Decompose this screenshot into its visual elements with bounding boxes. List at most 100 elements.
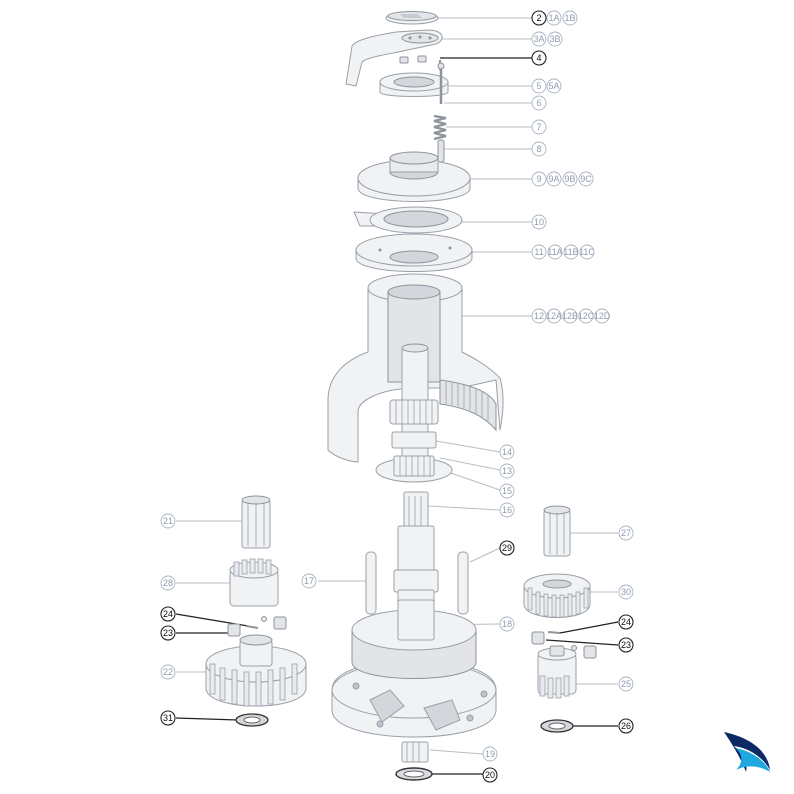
callout-21 [160, 513, 176, 529]
winch-base [331, 599, 497, 738]
callout-20-text: 20 [485, 770, 495, 780]
right-pawl-spring [547, 631, 597, 659]
self-tailing-ring [355, 233, 473, 272]
callout-13-text: 13 [502, 466, 512, 476]
callout-24-right-text: 24 [621, 617, 631, 627]
right-roller-bearing [543, 505, 571, 557]
callout-2 [531, 10, 547, 26]
callout-11-text: 11 [534, 247, 543, 257]
callout-26-text: 26 [621, 721, 631, 731]
callout-12-text: 12 [534, 311, 544, 321]
callout-15-text: 15 [502, 486, 512, 496]
callout-1a-text: 1A [548, 13, 559, 23]
callout-18 [499, 616, 515, 632]
callout-8-text: 8 [536, 144, 541, 154]
callout-16 [499, 502, 515, 518]
pawl-pieces [399, 55, 441, 70]
left-pawl-spring [245, 616, 287, 630]
callout-11b-text: 11B [563, 247, 578, 257]
callout-11b [563, 244, 579, 260]
callout-13 [499, 463, 515, 479]
spring [433, 114, 447, 141]
right-washer [540, 719, 574, 733]
callout-30-text: 30 [621, 587, 631, 597]
callout-23-right [618, 637, 634, 653]
callout-4 [531, 50, 547, 66]
callout-5-text: 5 [536, 81, 541, 91]
callout-30 [618, 584, 634, 600]
dowel [437, 139, 445, 163]
locking-ring [379, 72, 449, 97]
left-washer [235, 713, 269, 727]
callout-22-text: 22 [163, 667, 173, 677]
callout-14-text: 14 [502, 447, 512, 457]
callout-31-text: 31 [163, 713, 173, 723]
callout-29 [499, 540, 515, 556]
callout-9b [562, 171, 578, 187]
callout-27-text: 27 [621, 528, 631, 538]
callout-1b [562, 10, 578, 26]
callout-19-text: 19 [485, 749, 495, 759]
callout-18-text: 18 [502, 619, 512, 629]
callout-9 [531, 171, 547, 187]
callout-25-text: 25 [621, 679, 631, 689]
callout-11a-text: 11A [547, 247, 562, 257]
callout-5a-text: 5A [548, 81, 559, 91]
callout-1a [546, 10, 562, 26]
callout-23-left-text: 23 [163, 628, 173, 638]
callout-2-text: 2 [536, 13, 541, 23]
callout-5 [531, 78, 547, 94]
callout-12b [562, 308, 578, 324]
callout-3a [531, 31, 547, 47]
callout-7 [531, 119, 547, 135]
callout-26 [618, 718, 634, 734]
callout-15 [499, 483, 515, 499]
callout-5a [546, 78, 562, 94]
callout-28 [160, 575, 176, 591]
callout-9a-text: 9A [548, 174, 559, 184]
callout-12a-text: 12A [546, 311, 562, 321]
callout-16-text: 16 [502, 505, 512, 515]
callout-9b-text: 9B [564, 174, 575, 184]
right-pawl [531, 631, 545, 645]
wave-swoosh-logo [724, 732, 770, 772]
callout-6-text: 6 [536, 98, 541, 108]
callout-9c [578, 171, 594, 187]
callout-12a [546, 308, 562, 324]
callout-10 [531, 214, 547, 230]
left-large-gear [205, 634, 307, 707]
callout-31 [160, 710, 176, 726]
callout-14 [499, 444, 515, 460]
callout-10-text: 10 [534, 217, 544, 227]
left-small-gear [229, 558, 279, 607]
callout-12c [578, 308, 594, 324]
callout-3b [547, 31, 563, 47]
top-cap [385, 11, 439, 25]
callout-11c-text: 11C [579, 247, 595, 257]
callout-23-right-text: 23 [621, 640, 631, 650]
callout-12 [531, 308, 547, 324]
left-roller-bearing [241, 495, 271, 549]
callout-21-text: 21 [163, 516, 173, 526]
drum-top-plate [357, 151, 471, 202]
callout-11a [547, 244, 563, 260]
bottom-bearing [395, 741, 433, 781]
left-pawl [227, 623, 241, 637]
stripper-ring [353, 206, 463, 234]
right-gear-housing [537, 645, 577, 699]
callout-27 [618, 525, 634, 541]
right-medium-gear [523, 573, 591, 618]
callout-3b-text: 3B [549, 34, 560, 44]
callout-1b-text: 1B [564, 13, 575, 23]
callout-24-left [160, 606, 176, 622]
callout-6 [531, 95, 547, 111]
callout-12b-text: 12B [562, 311, 578, 321]
callout-12c-text: 12C [578, 311, 595, 321]
callout-24-left-text: 24 [163, 609, 173, 619]
callout-9-text: 9 [536, 174, 541, 184]
callout-11c [579, 244, 595, 260]
callout-4-text: 4 [536, 53, 541, 63]
handle-arm [345, 29, 443, 87]
callout-8 [531, 141, 547, 157]
